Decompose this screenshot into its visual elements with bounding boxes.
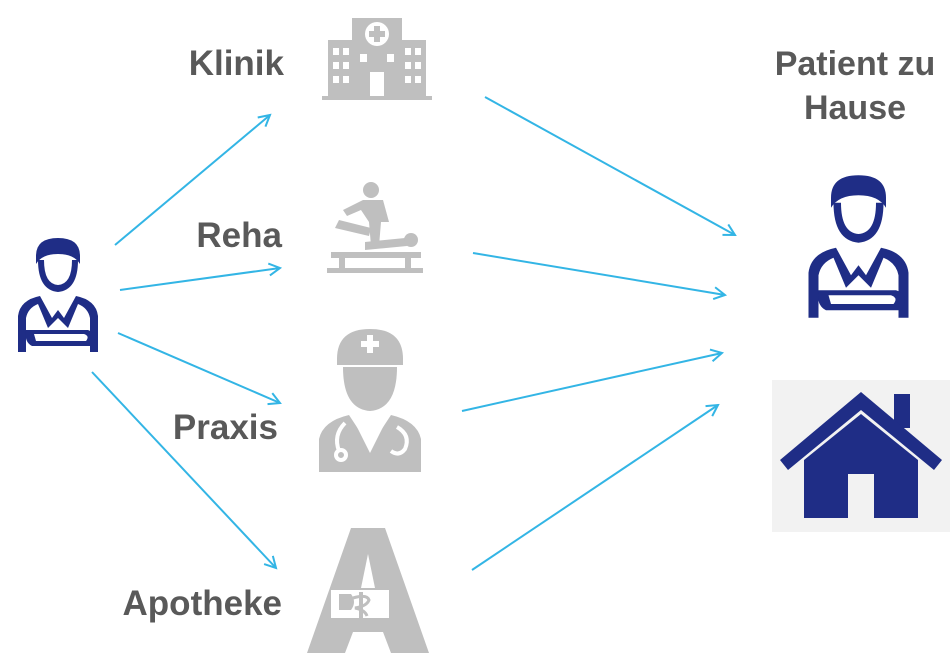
destination-title-line1: Patient zu: [774, 45, 936, 83]
arrow-patient-to-praxis: [117, 332, 280, 403]
destination-title: Patient zu Hause: [760, 42, 950, 130]
patient-icon: [18, 238, 98, 352]
arrow-patient-to-klinik: [114, 115, 270, 246]
arrow-apotheke-to-home: [471, 405, 718, 571]
house-icon: [780, 392, 942, 518]
patient-icon: [808, 175, 909, 318]
doctor-icon: [319, 329, 421, 472]
arrow-praxis-to-home: [461, 353, 722, 412]
arrow-klinik-to-home: [484, 96, 735, 235]
arrow-reha-to-home: [472, 252, 725, 295]
praxis-label: Praxis: [172, 408, 278, 447]
arrow-patient-to-reha: [119, 268, 280, 291]
reha-label: Reha: [196, 216, 282, 255]
hospital-icon: [322, 18, 432, 100]
arrow-patient-to-apotheke: [91, 371, 276, 568]
apotheke-label: Apotheke: [122, 584, 282, 623]
klinik-label: Klinik: [188, 44, 284, 83]
pharmacy-icon: [307, 528, 429, 653]
rehab-therapy-icon: [327, 182, 423, 273]
destination-title-line2: Hause: [803, 89, 907, 127]
